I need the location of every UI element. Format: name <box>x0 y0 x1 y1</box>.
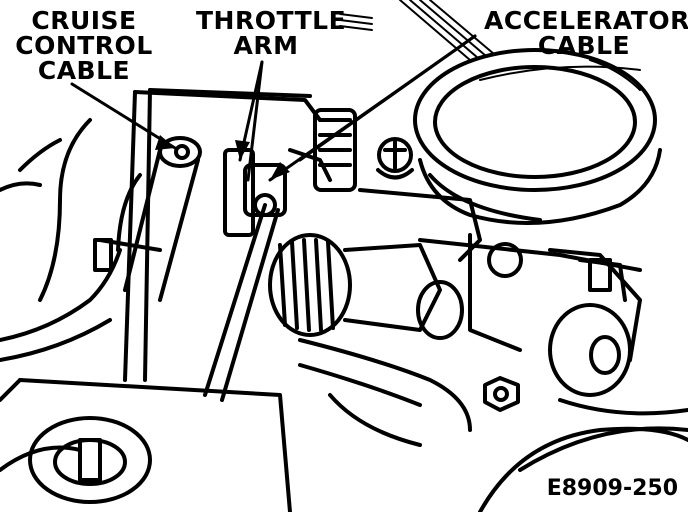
throttle-body <box>358 188 642 397</box>
cruise-control-cable-label: CRUISE CONTROL CABLE <box>4 8 164 83</box>
throttle-label-line-1: THROTTLE <box>196 6 347 35</box>
cruise-label-line-1: CRUISE <box>31 6 137 35</box>
hex-bolt-top <box>376 137 414 180</box>
accel-label-line-2: CABLE <box>537 31 631 60</box>
left-hose <box>0 118 122 362</box>
lower-plate <box>0 378 292 512</box>
cruise-label-line-3: CABLE <box>37 56 131 85</box>
mounting-bracket <box>93 88 322 382</box>
throttle-spring <box>268 233 442 337</box>
lower-hose <box>298 338 688 472</box>
accelerator-cable-label: ACCELERATOR CABLE <box>484 6 688 60</box>
hex-bolt-lower <box>483 376 520 412</box>
upper-hatch <box>339 0 641 91</box>
accel-label-line-1: ACCELERATOR <box>484 6 688 35</box>
round-housing <box>478 426 688 512</box>
figure-code: E8909-250 <box>546 476 678 501</box>
throttle-label-line-2: ARM <box>233 31 299 60</box>
cruise-label-line-2: CONTROL <box>15 31 153 60</box>
throttle-arm-label: THROTTLE ARM <box>196 6 347 60</box>
